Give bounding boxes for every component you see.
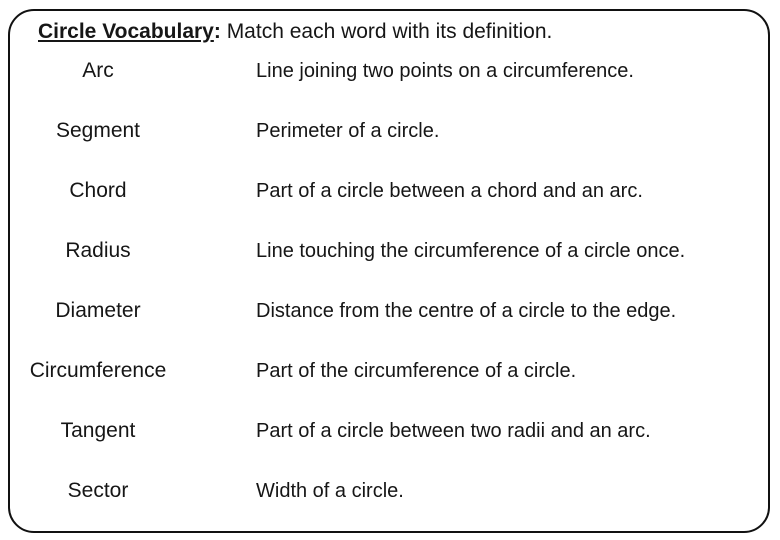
definition-text: Part of the circumference of a circle.	[256, 359, 577, 382]
definition-text: Width of a circle.	[256, 479, 404, 502]
title-colon: :	[213, 20, 221, 43]
definition-text: Perimeter of a circle.	[256, 119, 440, 142]
definition-text: Distance from the centre of a circle to …	[256, 299, 677, 322]
definition-text: Line touching the circumference of a cir…	[256, 239, 686, 262]
match-row: Tangent Part of a circle between two rad…	[10, 401, 768, 461]
match-row: Diameter Distance from the centre of a c…	[10, 281, 768, 341]
match-row: Circumference Part of the circumference …	[10, 341, 768, 401]
vocabulary-word: Tangent	[60, 419, 136, 442]
vocabulary-word: Sector	[67, 479, 129, 502]
match-row: Radius Line touching the circumference o…	[10, 221, 768, 281]
worksheet-header: Circle Vocabulary: Match each word with …	[38, 18, 552, 45]
match-row: Sector Width of a circle.	[10, 461, 768, 521]
definition-text: Part of a circle between two radii and a…	[256, 419, 651, 442]
worksheet-instruction: Match each word with its definition.	[220, 20, 553, 43]
vocabulary-word: Segment	[55, 119, 141, 142]
definition-text: Line joining two points on a circumferen…	[256, 59, 634, 82]
vocabulary-word: Radius	[65, 239, 131, 262]
worksheet-title: Circle Vocabulary	[38, 20, 214, 43]
vocabulary-word: Chord	[69, 179, 127, 202]
definition-text: Part of a circle between a chord and an …	[256, 179, 643, 202]
vocabulary-word: Diameter	[55, 299, 141, 322]
match-row: Chord Part of a circle between a chord a…	[10, 161, 768, 221]
worksheet-frame: Circle Vocabulary: Match each word with …	[8, 9, 770, 533]
match-row: Segment Perimeter of a circle.	[10, 101, 768, 161]
vocabulary-word: Arc	[82, 59, 114, 82]
match-rows: Arc Line joining two points on a circumf…	[10, 41, 768, 521]
vocabulary-word: Circumference	[29, 359, 167, 382]
match-row: Arc Line joining two points on a circumf…	[10, 41, 768, 101]
